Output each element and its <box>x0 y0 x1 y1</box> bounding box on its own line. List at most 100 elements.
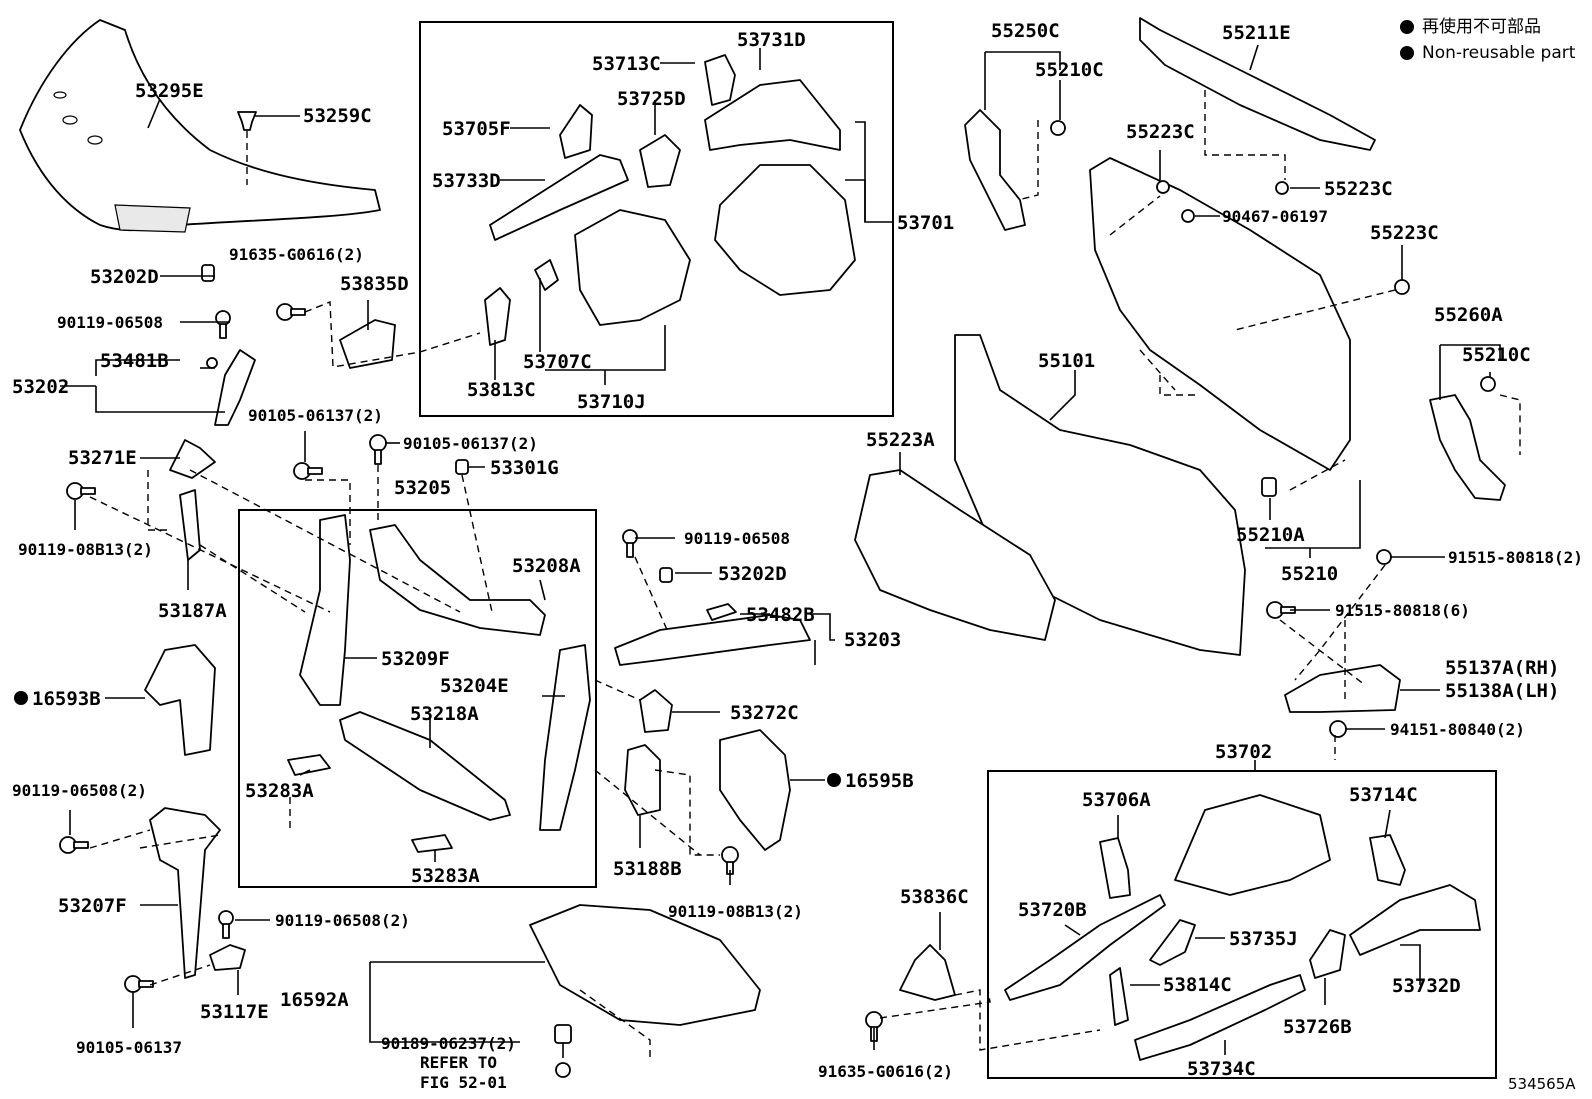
label-53702: 53702 <box>1215 741 1272 763</box>
leader-lines <box>60 44 1521 1060</box>
label-53735J: 53735J <box>1229 928 1298 950</box>
label-53481B: 53481B <box>100 350 169 372</box>
label-53713C: 53713C <box>592 53 661 75</box>
label-90105-06137: 90105-06137 <box>76 1038 182 1057</box>
part-53835D <box>339 319 396 369</box>
part-53813C <box>484 287 511 346</box>
label-53836C: 53836C <box>900 886 969 908</box>
part-53814C <box>1109 967 1129 1026</box>
part-53272C <box>639 689 673 733</box>
non-reusable-marker-16593B <box>14 691 28 705</box>
legend-japanese-text: 再使用不可部品 <box>1422 17 1541 37</box>
part-53283A-b <box>411 834 453 853</box>
label-53301G: 53301G <box>490 457 559 479</box>
label-55211E: 55211E <box>1222 22 1291 44</box>
label-53188B: 53188B <box>613 858 682 880</box>
label-53701: 53701 <box>897 212 954 234</box>
part-53203 <box>614 614 811 666</box>
label-91515-80818-6: 91515-80818(6) <box>1335 601 1470 620</box>
part-53705F <box>559 104 593 159</box>
label-53295E: 53295E <box>135 80 204 102</box>
label-90467-06197: 90467-06197 <box>1222 207 1328 226</box>
label-53732D: 53732D <box>1392 975 1461 997</box>
part-55137A <box>1284 664 1401 713</box>
reference-line1: REFER TO <box>420 1053 497 1072</box>
label-90105-06137-2b: 90105-06137(2) <box>403 434 538 453</box>
part-labels: 53295E 53259C 91635-G0616(2) 53202D 5383… <box>12 20 1583 1092</box>
label-53204E: 53204E <box>440 675 509 697</box>
group-box-53701 <box>419 21 894 417</box>
label-55137A: 55137A(RH) <box>1445 657 1559 679</box>
label-53218A: 53218A <box>410 703 479 725</box>
part-53259C <box>237 111 257 131</box>
label-53726B: 53726B <box>1283 1016 1352 1038</box>
part-16593B <box>144 644 216 756</box>
legend-row-english: Non-reusable part <box>1400 40 1575 66</box>
part-apron-53701 <box>714 164 856 296</box>
label-53207F: 53207F <box>58 895 127 917</box>
part-53271E <box>169 439 216 479</box>
label-53203: 53203 <box>844 629 901 651</box>
part-53707C <box>534 259 559 291</box>
label-53813C: 53813C <box>467 379 536 401</box>
label-55210C-a: 55210C <box>1035 59 1104 81</box>
label-55223C-c: 55223C <box>1370 222 1439 244</box>
part-53731D <box>704 79 841 151</box>
label-55250C: 55250C <box>991 20 1060 42</box>
part-55223A <box>854 469 1056 641</box>
part-53720B <box>1004 894 1166 1001</box>
label-53208A: 53208A <box>512 555 581 577</box>
label-53202: 53202 <box>12 376 69 398</box>
legend-english-text: Non-reusable part <box>1422 43 1576 63</box>
part-53702-apron <box>1174 794 1331 896</box>
label-91515-80818-2: 91515-80818(2) <box>1448 548 1583 567</box>
label-91635-G0616-2: 91635-G0616(2) <box>229 245 364 264</box>
part-53733D <box>489 154 629 241</box>
part-53117E <box>209 944 246 971</box>
label-53202D-b: 53202D <box>718 563 787 585</box>
part-16595B <box>719 729 791 851</box>
label-16593B: 16593B <box>32 688 101 710</box>
label-55210C-b: 55210C <box>1462 344 1531 366</box>
part-53714C <box>1369 834 1406 886</box>
part-55250C <box>964 109 1026 231</box>
legend-row-japanese: 再使用不可部品 <box>1400 14 1575 40</box>
label-55210A: 55210A <box>1236 524 1305 546</box>
part-53725D <box>639 134 681 188</box>
part-53207F <box>149 807 221 979</box>
non-reusable-dot-icon <box>1400 46 1414 60</box>
label-53187A: 53187A <box>158 600 227 622</box>
label-53731D: 53731D <box>737 29 806 51</box>
non-reusable-dot-icon <box>1400 20 1414 34</box>
legend: 再使用不可部品 Non-reusable part <box>1400 14 1575 66</box>
label-90189-06237-2: 90189-06237(2) <box>381 1034 516 1053</box>
part-55260A <box>1429 394 1506 501</box>
part-53218A <box>339 711 511 821</box>
label-90119-06508-a: 90119-06508 <box>57 313 163 332</box>
label-55223A: 55223A <box>866 429 935 451</box>
part-16592A <box>529 904 761 1026</box>
part-53204E <box>539 644 591 831</box>
label-53117E: 53117E <box>200 1001 269 1023</box>
label-53734C: 53734C <box>1187 1058 1256 1080</box>
part-53706A <box>1099 837 1131 899</box>
label-55223C-b: 55223C <box>1324 178 1393 200</box>
label-53714C: 53714C <box>1349 784 1418 806</box>
label-91635-G0616-2b: 91635-G0616(2) <box>818 1062 953 1081</box>
part-53188B <box>624 744 661 816</box>
label-53707C: 53707C <box>523 351 592 373</box>
group-box-53702 <box>987 770 1497 1079</box>
part-53482B <box>706 603 737 621</box>
part-53209F <box>299 514 351 706</box>
part-53295E <box>19 19 381 233</box>
part-53735J <box>1149 919 1196 966</box>
label-53283A-b: 53283A <box>411 865 480 887</box>
label-53706A: 53706A <box>1082 789 1151 811</box>
label-53209F: 53209F <box>381 648 450 670</box>
part-53836C <box>899 944 956 1001</box>
label-94151-80840-2: 94151-80840(2) <box>1390 720 1525 739</box>
label-90105-06137-2a: 90105-06137(2) <box>248 406 383 425</box>
label-53733D: 53733D <box>432 170 501 192</box>
label-53272C: 53272C <box>730 702 799 724</box>
